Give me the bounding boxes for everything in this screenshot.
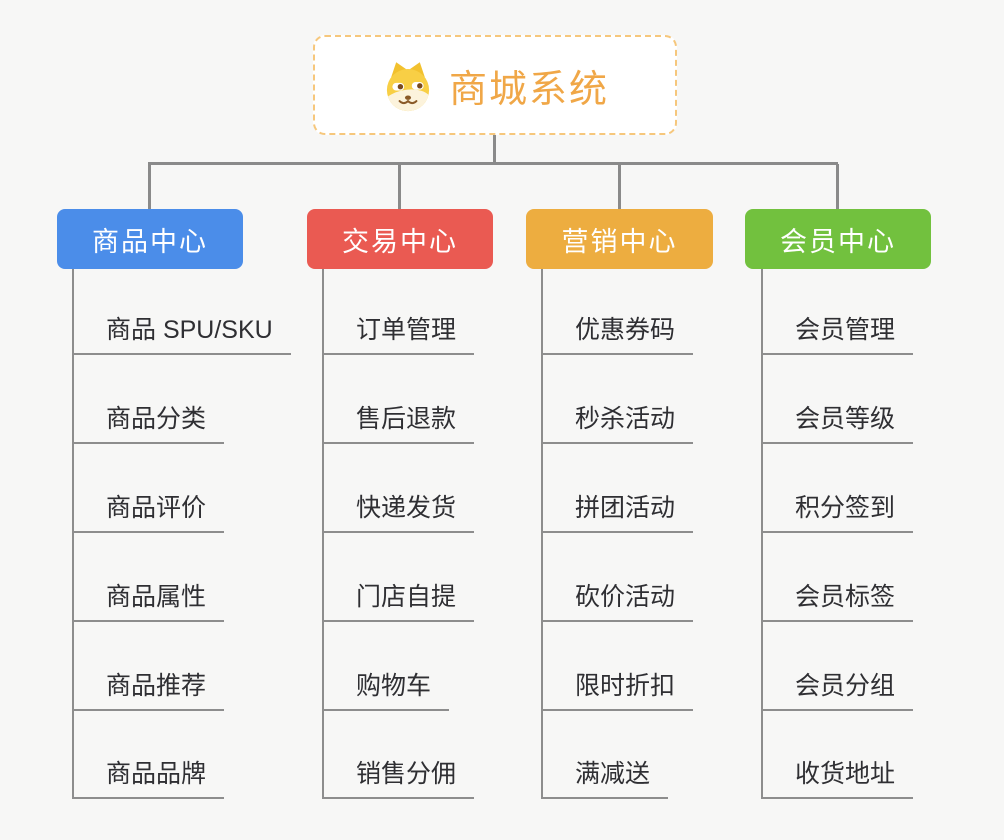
- sub-topic[interactable]: 限时折扣: [543, 669, 694, 711]
- sub-topic[interactable]: 会员等级: [763, 402, 914, 444]
- sub-topic[interactable]: 门店自提: [324, 580, 475, 622]
- sub-topic[interactable]: 商品评价: [74, 491, 225, 533]
- sub-topic[interactable]: 会员分组: [763, 669, 914, 711]
- subtopic-column-trade: 订单管理 售后退款 快递发货 门店自提 购物车 销售分佣: [322, 269, 475, 799]
- root-topic[interactable]: 商城系统: [313, 35, 677, 135]
- connector-drop-products: [148, 164, 151, 210]
- branch-topic-members[interactable]: 会员中心: [745, 209, 931, 269]
- sub-topic[interactable]: 销售分佣: [324, 757, 475, 799]
- subtopic-column-members: 会员管理 会员等级 积分签到 会员标签 会员分组 收货地址: [761, 269, 914, 799]
- connector-root-stub: [493, 135, 496, 164]
- sub-topic[interactable]: 购物车: [324, 669, 450, 711]
- sub-topic[interactable]: 商品品牌: [74, 757, 225, 799]
- subtopic-column-products: 商品 SPU/SKU 商品分类 商品评价 商品属性 商品推荐 商品品牌: [72, 269, 291, 799]
- root-topic-title: 商城系统: [448, 68, 609, 111]
- sub-topic[interactable]: 优惠券码: [543, 313, 694, 355]
- branch-topic-trade[interactable]: 交易中心: [307, 209, 493, 269]
- sub-topic[interactable]: 秒杀活动: [543, 402, 694, 444]
- sub-topic[interactable]: 拼团活动: [543, 491, 694, 533]
- sub-topic[interactable]: 砍价活动: [543, 580, 694, 622]
- connector-drop-trade: [398, 164, 401, 210]
- sub-topic[interactable]: 商品推荐: [74, 669, 225, 711]
- sub-topic[interactable]: 商品分类: [74, 402, 225, 444]
- sub-topic[interactable]: 售后退款: [324, 402, 475, 444]
- sub-topic[interactable]: 会员标签: [763, 580, 914, 622]
- branch-topic-marketing[interactable]: 营销中心: [526, 209, 713, 269]
- sub-topic[interactable]: 商品属性: [74, 580, 225, 622]
- sub-topic[interactable]: 满减送: [543, 757, 669, 799]
- sub-topic[interactable]: 快递发货: [324, 491, 475, 533]
- connector-drop-members: [836, 164, 839, 210]
- sub-topic[interactable]: 会员管理: [763, 313, 914, 355]
- connector-drop-marketing: [618, 164, 621, 210]
- sub-topic[interactable]: 收货地址: [763, 757, 914, 799]
- sub-topic[interactable]: 订单管理: [324, 313, 475, 355]
- sub-topic[interactable]: 商品 SPU/SKU: [74, 313, 291, 355]
- sub-topic[interactable]: 积分签到: [763, 491, 914, 533]
- dog-face-icon: [386, 62, 430, 112]
- branch-topic-products[interactable]: 商品中心: [57, 209, 243, 269]
- subtopic-column-marketing: 优惠券码 秒杀活动 拼团活动 砍价活动 限时折扣 满减送: [541, 269, 694, 799]
- connector-bus: [148, 162, 838, 165]
